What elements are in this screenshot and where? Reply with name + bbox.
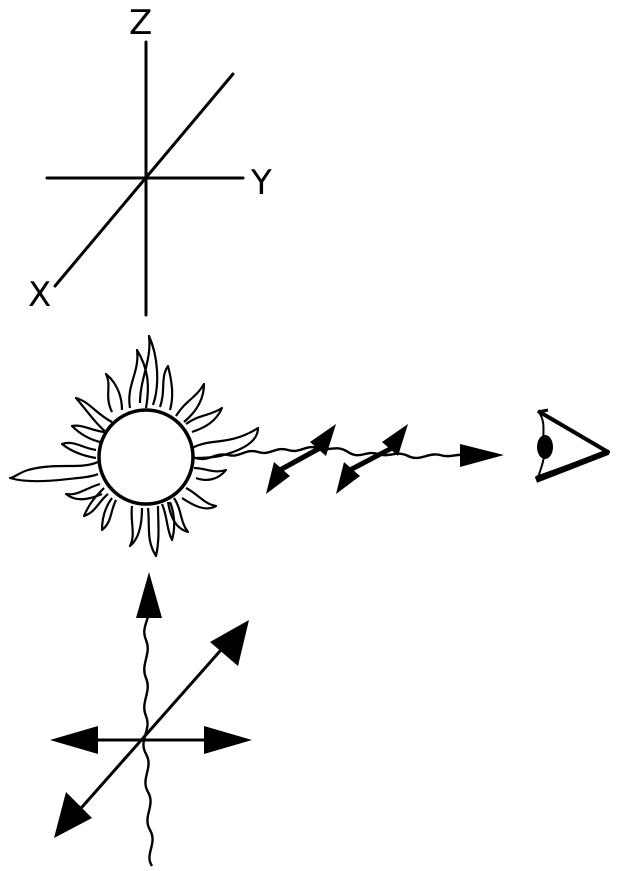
y-axis-label: Y	[250, 163, 272, 203]
z-axis-label: Z	[129, 3, 152, 43]
scattered-wave-line	[196, 447, 462, 459]
sun-icon	[10, 336, 258, 556]
x-axis	[55, 74, 233, 286]
polarization-double-arrow	[266, 424, 336, 494]
incident-arrowhead	[136, 572, 162, 618]
eye-icon	[536, 410, 608, 480]
x-axis-label: X	[28, 275, 51, 315]
beam-arrowhead	[460, 444, 504, 467]
coordinate-axes	[47, 42, 243, 315]
polarization-double-arrow	[336, 424, 408, 494]
diagonal-polarization-arrow	[54, 620, 249, 838]
incident-beam	[50, 572, 252, 866]
sun-disk	[99, 410, 193, 504]
scattered-beam	[196, 424, 504, 494]
